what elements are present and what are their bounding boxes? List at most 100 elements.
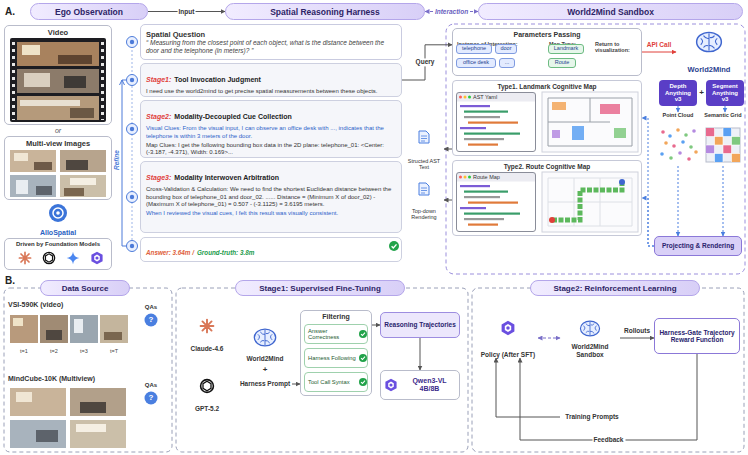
route-map [619,179,625,185]
semantic-grid [706,128,715,137]
video-frames [64,76,86,88]
harness-icons [127,124,138,135]
node-text: Modality Interwoven Arbitration [174,174,279,181]
prompt-label: Training Prompts [560,410,624,424]
label-text: A. [5,6,15,18]
logo [91,252,102,265]
question-box: Spatial Question“ Measuring from the clo… [140,24,402,60]
node-text: Projecting & Rendering [662,242,734,249]
panel-outline [446,24,745,274]
code-window [456,92,536,152]
model-logo [359,354,367,362]
code-window [457,93,536,146]
dataset-images [70,315,98,343]
node-text: Ground-truth: 3.8m [197,249,254,256]
label-text: QAs [145,382,157,389]
point-cloud [681,140,685,144]
stage-pill: Spatial Reasoning Harness [225,3,425,20]
reward-box: Harness-Gate Trajectory Reward Function [654,318,740,354]
point-cloud [660,152,664,156]
logo-label: AlloSpatial [20,202,96,236]
dataset-images [13,318,23,326]
node-text: GPT-5.2 [195,405,219,412]
semantic-grid [715,154,724,163]
model-logo [502,321,515,335]
node-text: When I reviewed the visual cues, I felt … [146,210,396,217]
dataset-images [70,420,126,448]
point-cloud [694,150,698,154]
label-text: t=3 [80,348,88,354]
semantic-grid [706,145,715,154]
code-window [464,133,520,135]
model-logo [385,379,396,392]
multiview-images [10,150,106,197]
multiview-images [16,180,28,194]
input-panel: Multi-view Images [4,136,112,200]
dataset-images [74,319,83,333]
node-text: Route Map [473,174,533,181]
node-text: Tool Invocation Judgment [174,76,261,83]
dataset-label: MindCube-10K (Multiview) [8,372,138,385]
label-text: or [55,127,61,135]
node-text: “ Measuring from the closest point of ea… [146,39,396,55]
code-window: AST Yaml [456,92,536,152]
policy-label: Policy (After SFT) [478,318,538,358]
edge-label: API Call [645,41,673,48]
semantic-grid [723,128,732,137]
node-text: Qwen3-VL 4B/8B [403,377,456,393]
panel-outline [472,288,744,452]
node-text: Answer: 3.64m / [146,249,194,256]
heading-line: Stage2:Modality-Decoupled Cue Collection [146,104,396,123]
code-window [468,122,518,124]
node-text: Stage3: [146,174,171,181]
node-text: Type2. Route Cognitive Map [453,163,641,170]
param-chip: office desk [456,58,496,68]
filter-panel: FilteringAnswer CorrectnessHarness Follo… [300,310,372,396]
param-chip: door [495,44,517,54]
parameter-panel: Parameters PassingInstance of Interestin… [452,28,642,76]
process-box: Projecting & Rendering [654,236,742,256]
dataset-images [104,332,122,340]
connector [642,198,654,246]
param-chip: Landmark [548,44,584,54]
node-text: Spatial Question [146,30,205,39]
point-cloud [689,145,693,149]
multiview-images [14,153,28,161]
point-cloud [687,157,691,161]
node-text: World2Mind [688,65,731,74]
semantic-grid [706,128,740,162]
node-text: Visual Clues: From the visual input, I c… [146,125,396,140]
node-text: Point Cloud [663,112,694,118]
label-text: B. [5,275,15,287]
output-label: Semantic Grid [702,112,744,166]
node-text: Return to visualization: [595,41,641,53]
point-cloud [672,144,676,148]
model-label: GPT-5.2 [182,376,232,412]
point-cloud [692,129,696,133]
multiview-images [60,150,106,172]
dataset-images [10,315,38,343]
output-label: Point Cloud [656,112,700,166]
semantic-grid [706,128,740,162]
video-frames [12,41,15,120]
param-chip: telephone [456,44,492,54]
dataset-images [100,315,128,343]
param-chip: Route [548,58,576,68]
point-cloud [678,151,682,155]
landmark-map [548,98,632,146]
harness-icons [140,237,402,255]
video-frames [70,108,94,118]
code-window: Route Map [456,172,536,232]
video-frames [22,45,40,55]
dataset-label: VSI-590K (video) [8,298,118,311]
connector [292,384,300,385]
node-text: Depth Anything v3 [661,83,695,103]
harness-icons [419,183,429,195]
connector [642,52,676,53]
model-logo [201,380,214,393]
edge-label: Feedback [592,436,625,443]
landmark-map [572,126,584,140]
video-frames [24,73,50,87]
param-chip: ... [499,58,515,68]
connector [420,338,421,370]
